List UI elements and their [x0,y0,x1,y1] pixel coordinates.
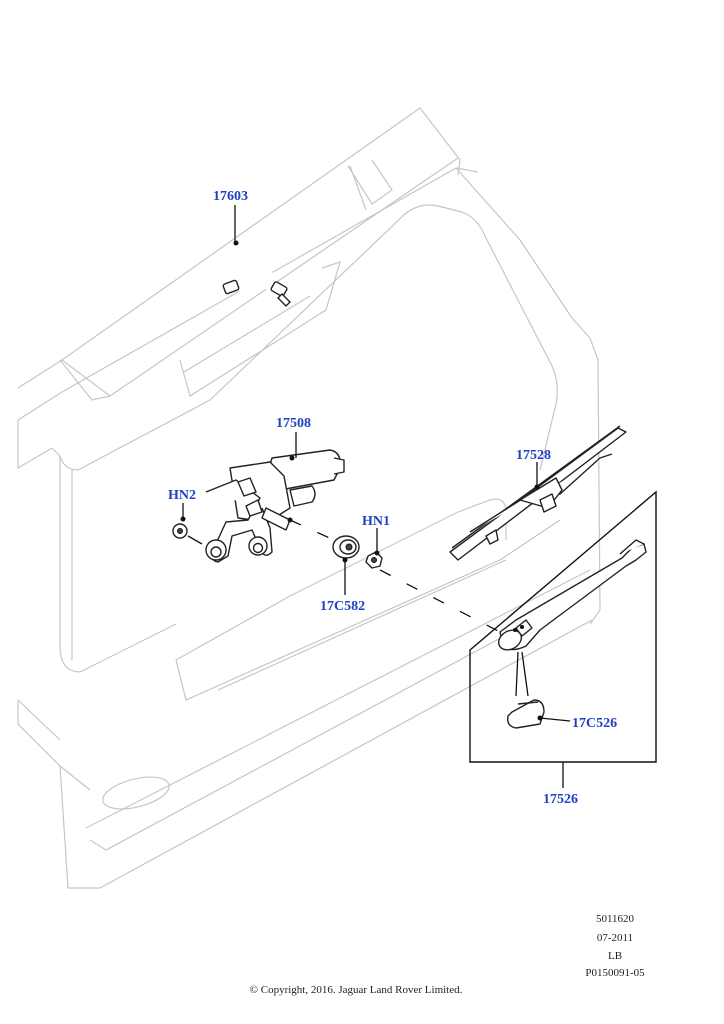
ref-line-3: LB [608,950,622,962]
ref-line-2: 07-2011 [597,932,633,944]
callout-17528: 17528 [516,448,551,463]
callout-17c582: 17C582 [320,599,365,614]
wiper-arm-kit-group [469,490,657,763]
tailgate-outline [17,107,601,889]
nut-hn1-part [365,550,383,569]
callout-17526: 17526 [543,792,578,807]
assembly-lines [187,519,501,633]
wiper-blade-part [449,425,627,561]
ref-line-4: P0150091-05 [585,967,645,979]
copyright-notice: © Copyright, 2016. Jaguar Land Rover Lim… [250,984,463,996]
callout-hn1: HN1 [362,514,390,529]
callout-17508: 17508 [276,416,311,431]
callout-hn2: HN2 [168,488,196,503]
ref-line-1: 5011620 [596,913,635,925]
washer-hose-part [222,240,291,307]
leader-lines [182,205,571,788]
wiper-motor-part [205,449,345,563]
callout-17c526: 17C526 [572,716,617,731]
reference-block: 5011620 07-2011 LB P0150091-05 [585,913,645,979]
grommet-part [332,535,360,563]
callout-17603: 17603 [213,189,248,204]
nut-hn2-part [172,516,188,539]
